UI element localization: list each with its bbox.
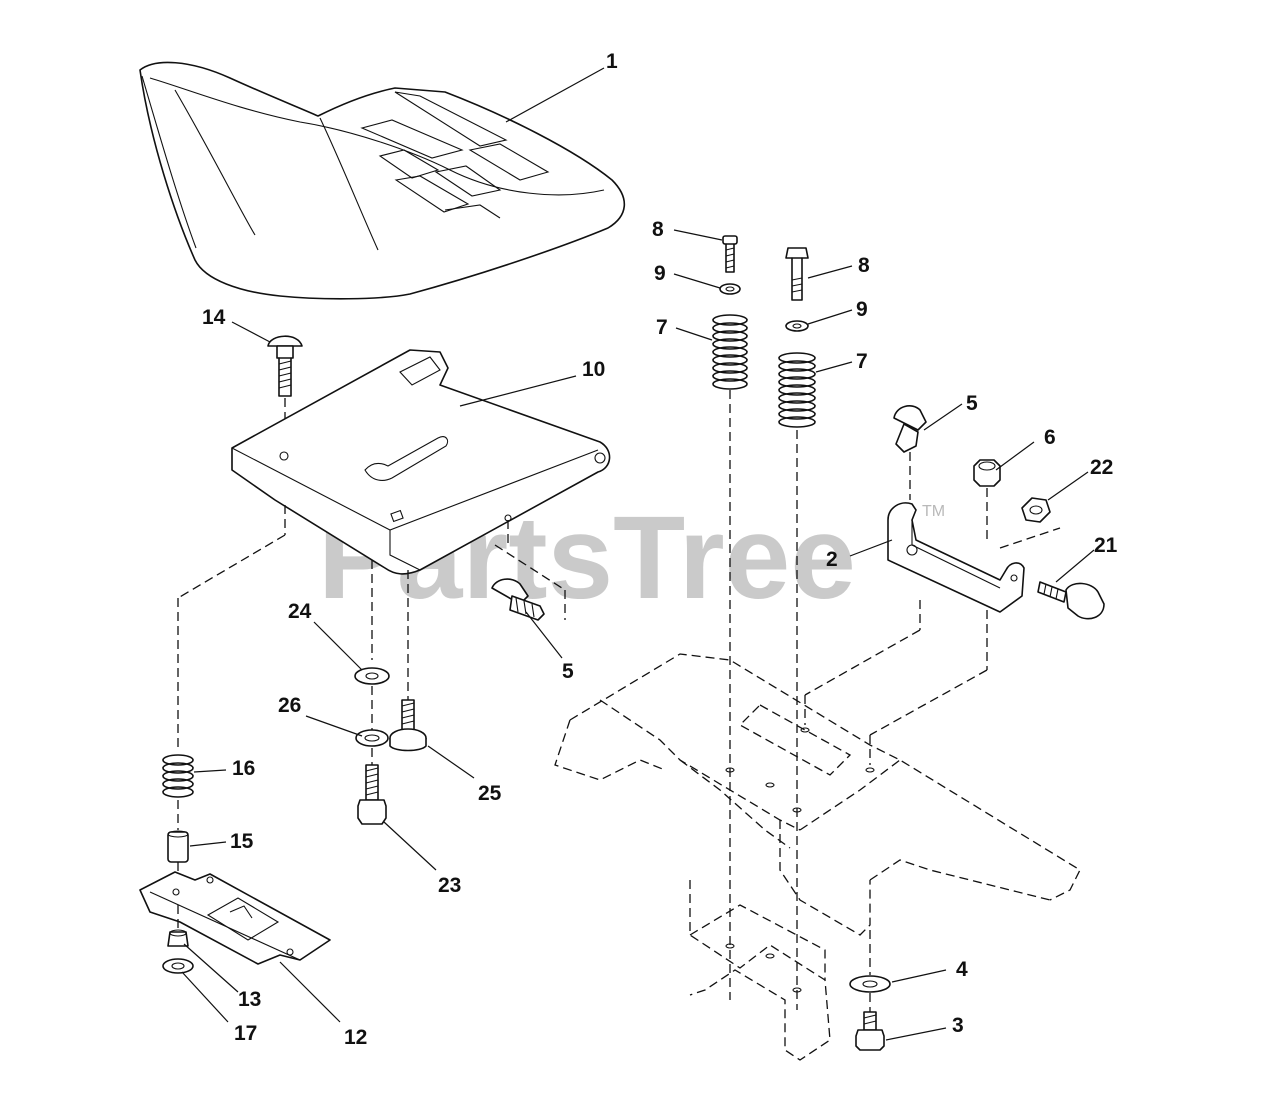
carriage-bolt-part[interactable] <box>267 335 303 397</box>
callout-9-left[interactable]: 9 <box>654 262 666 285</box>
spring-7-left-part[interactable] <box>712 314 748 390</box>
lock-nut-part[interactable] <box>973 459 1001 487</box>
bracket-part[interactable] <box>887 502 1025 613</box>
bolt-8-left-part[interactable] <box>722 235 738 273</box>
clip-left-part[interactable] <box>491 578 545 621</box>
hex-bolt-3-part[interactable] <box>855 1011 885 1051</box>
mount-plate-part[interactable] <box>139 871 331 965</box>
watermark-trademark: TM <box>922 503 945 520</box>
callout-22[interactable]: 22 <box>1090 456 1113 479</box>
clip-right-part[interactable] <box>893 405 927 453</box>
nut-13-part[interactable] <box>167 929 189 947</box>
spring-16-part[interactable] <box>162 754 194 798</box>
callout-16[interactable]: 16 <box>232 757 255 780</box>
callout-23[interactable]: 23 <box>438 874 461 897</box>
bolt-8-right-part[interactable] <box>785 247 809 301</box>
hex-nut-part[interactable] <box>1021 497 1051 523</box>
washer-4-part[interactable] <box>849 975 891 993</box>
washer-24-part[interactable] <box>354 667 390 685</box>
callout-21[interactable]: 21 <box>1094 534 1118 557</box>
seat-part[interactable] <box>139 61 626 300</box>
lock-washer-part[interactable] <box>355 729 389 747</box>
seat-pan-part[interactable] <box>231 349 611 575</box>
callout-8-left[interactable]: 8 <box>652 218 664 241</box>
callout-3[interactable]: 3 <box>952 1014 964 1037</box>
knob-bolt-part[interactable] <box>1037 581 1105 620</box>
callout-17[interactable]: 17 <box>234 1022 257 1045</box>
callout-5-left[interactable]: 5 <box>562 660 574 683</box>
washer-9-left-part[interactable] <box>719 283 741 295</box>
callout-7-left[interactable]: 7 <box>656 316 668 339</box>
callout-7-right[interactable]: 7 <box>856 350 868 373</box>
callout-1[interactable]: 1 <box>606 50 618 73</box>
tractor-frame <box>554 653 1081 1061</box>
callout-12[interactable]: 12 <box>344 1026 367 1049</box>
callout-24[interactable]: 24 <box>288 600 312 623</box>
leader-lines <box>181 67 1095 1041</box>
callout-8-right[interactable]: 8 <box>858 254 870 277</box>
callout-6[interactable]: 6 <box>1044 426 1056 449</box>
callout-15[interactable]: 15 <box>230 830 254 853</box>
callout-2[interactable]: 2 <box>826 548 838 571</box>
callout-4[interactable]: 4 <box>956 958 968 981</box>
callout-13[interactable]: 13 <box>238 988 261 1011</box>
hex-bolt-23-part[interactable] <box>357 764 387 825</box>
spring-7-right-part[interactable] <box>778 352 816 428</box>
callout-10[interactable]: 10 <box>582 358 605 381</box>
callout-26[interactable]: 26 <box>278 694 301 717</box>
callout-25[interactable]: 25 <box>478 782 502 805</box>
washer-9-right-part[interactable] <box>785 320 809 332</box>
callout-14[interactable]: 14 <box>202 306 226 329</box>
shoulder-bolt-part[interactable] <box>389 699 427 752</box>
washer-17-part[interactable] <box>162 958 194 974</box>
callouts: 1 14 10 8 9 7 8 9 7 5 6 22 2 21 5 24 26 … <box>202 50 1118 1049</box>
spacer-part[interactable] <box>167 830 189 863</box>
callout-5-right[interactable]: 5 <box>966 392 978 415</box>
callout-9-right[interactable]: 9 <box>856 298 868 321</box>
